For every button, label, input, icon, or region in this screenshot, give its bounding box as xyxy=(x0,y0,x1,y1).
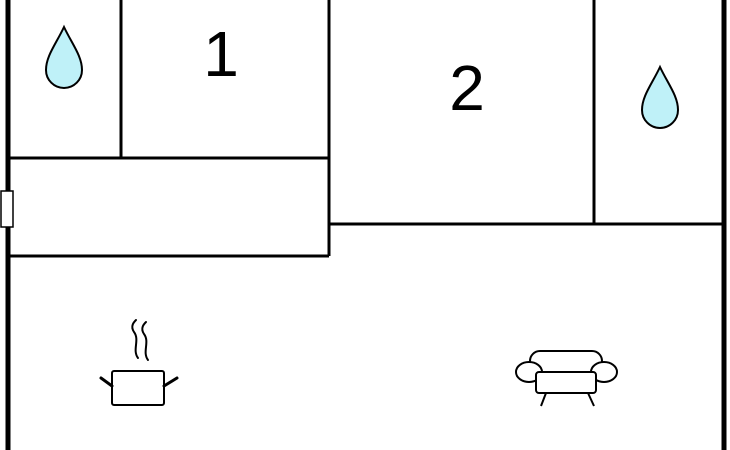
interior-walls xyxy=(8,0,724,258)
pot-body xyxy=(111,370,165,406)
steam-line xyxy=(131,319,139,359)
water-drop-icon xyxy=(44,24,84,89)
room-number-bedroom-2: 2 xyxy=(449,52,485,124)
pot-handle-right xyxy=(162,376,179,388)
pot-handle-left xyxy=(99,376,114,388)
sofa-leg-left xyxy=(540,392,547,407)
sofa-leg-right xyxy=(587,392,595,407)
sofa-seat xyxy=(535,371,597,394)
room-number-bedroom-1: 1 xyxy=(203,18,239,90)
entrance-door xyxy=(0,190,14,228)
cooking-pot-icon xyxy=(99,319,179,406)
sofa-icon xyxy=(515,350,618,407)
steam-line xyxy=(141,321,149,361)
water-drop-icon xyxy=(640,64,680,129)
